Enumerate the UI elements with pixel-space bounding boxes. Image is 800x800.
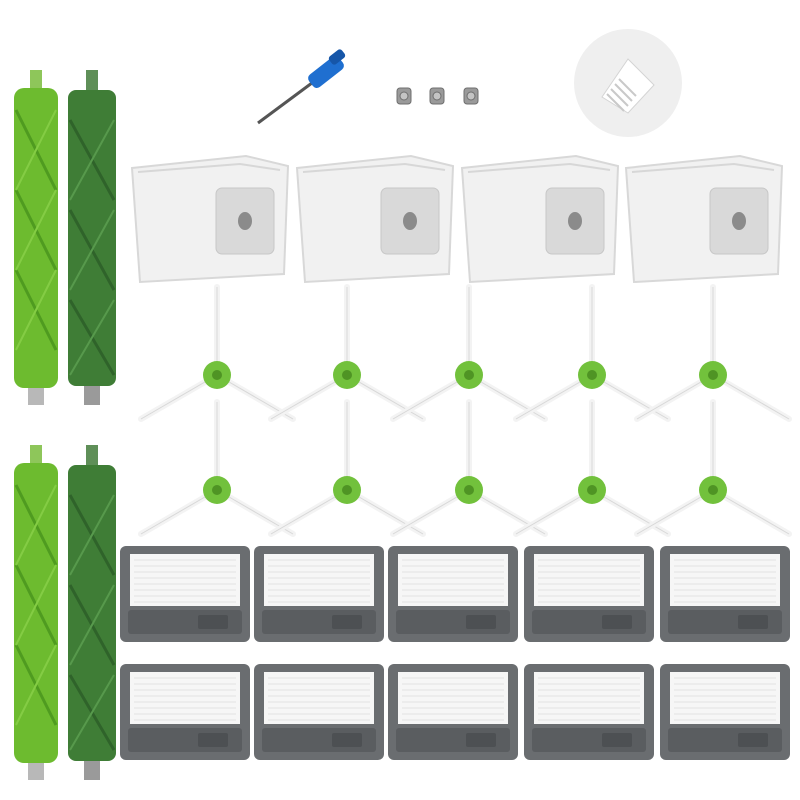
filter-icon	[253, 545, 385, 643]
filter-icon	[120, 545, 251, 643]
cleaning-tool	[572, 27, 684, 139]
dust-bag-icon	[460, 154, 620, 284]
filter-icon	[120, 663, 251, 761]
filter-icon	[387, 545, 519, 643]
screwdriver-icon	[257, 49, 346, 125]
roller-brush-icon	[68, 70, 116, 405]
side-brush-icon	[637, 402, 789, 534]
roller-brush-light-green	[8, 445, 64, 780]
side-brush-icon	[516, 402, 668, 534]
dust-bag	[293, 148, 455, 286]
roller-brush-dark-green	[64, 445, 120, 780]
dust-bag-icon	[130, 154, 290, 284]
filter-icon	[659, 545, 791, 643]
roller-brush-icon	[14, 70, 58, 405]
dust-bag	[128, 148, 290, 286]
cleaning-brush-icon	[574, 29, 682, 137]
dust-bag-icon	[295, 154, 455, 284]
filter-grid	[120, 540, 800, 800]
filter-icon	[253, 663, 385, 761]
dust-bag	[622, 148, 784, 286]
roller-brush-dark-green	[64, 70, 120, 405]
side-brush-icon	[393, 402, 545, 534]
dust-bag	[458, 148, 620, 286]
roller-brush-light-green	[8, 70, 64, 405]
screwdriver	[250, 45, 370, 130]
screw-icon	[396, 87, 479, 105]
dust-bag-icon	[624, 154, 784, 284]
filter-icon	[523, 545, 655, 643]
side-brushes-area	[130, 280, 800, 540]
roller-brush-icon	[68, 445, 116, 780]
filter-icon	[523, 663, 655, 761]
roller-brush-icon	[14, 445, 58, 780]
screws	[392, 80, 492, 110]
filter-icon	[387, 663, 519, 761]
filter-icon	[659, 663, 791, 761]
